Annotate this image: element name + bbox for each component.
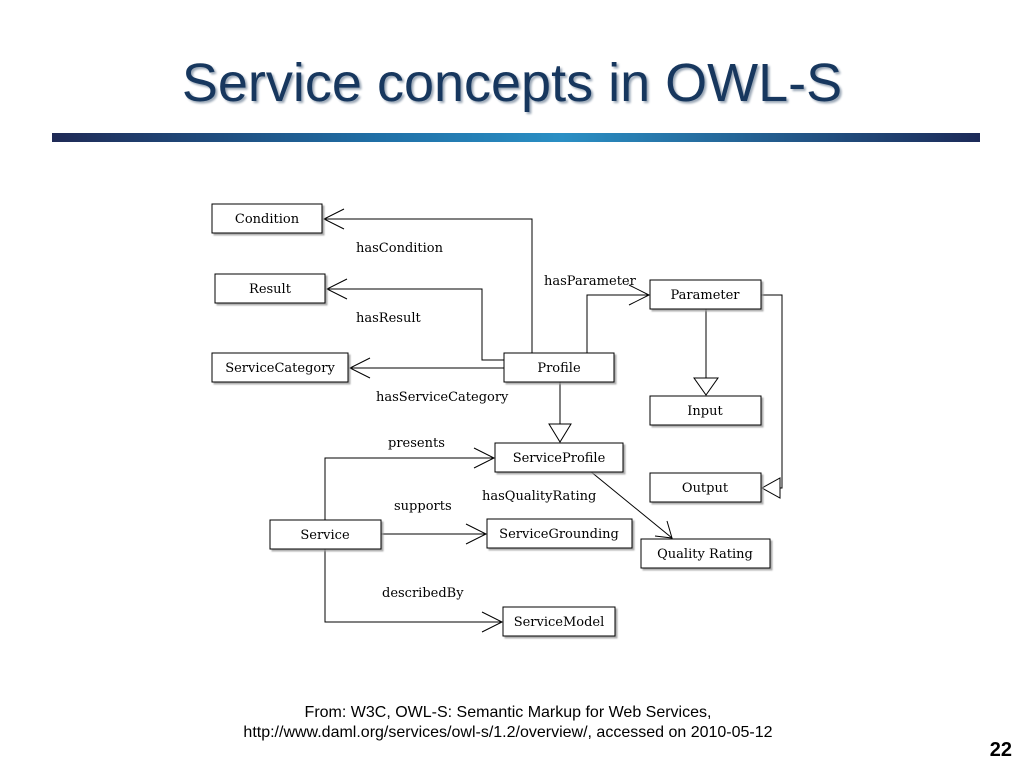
- arrow-head-quality-rating: [654, 520, 673, 539]
- arrow-head-condition: [322, 208, 345, 230]
- arrow-head-servicemodel: [481, 611, 504, 633]
- class-box-quality-rating: [640, 538, 771, 569]
- relation-label-described-by: describedBy: [382, 586, 464, 601]
- class-box-profile: [503, 352, 615, 383]
- class-box-serviceprofile: [494, 442, 624, 473]
- source-citation: From: W3C, OWL-S: Semantic Markup for We…: [0, 703, 1016, 743]
- class-box-servicecategory: [211, 352, 349, 383]
- title-divider: [52, 133, 980, 142]
- generalization-triangle-output: [760, 477, 781, 499]
- class-label-profile: Profile: [537, 361, 581, 376]
- edge-has-quality-rating: [589, 470, 673, 539]
- arrow-head-result: [325, 278, 348, 300]
- class-box-input: [649, 395, 762, 426]
- class-label-output: Output: [682, 481, 729, 496]
- class-label-quality-rating: Quality Rating: [657, 547, 753, 562]
- class-label-servicemodel: ServiceModel: [514, 615, 605, 630]
- class-box-service: [269, 519, 382, 550]
- class-label-condition: Condition: [235, 212, 300, 227]
- arrow-head-parameter: [628, 284, 651, 306]
- class-box-condition: [211, 203, 323, 234]
- edge-described-by: [324, 549, 502, 623]
- class-box-servicemodel: [502, 606, 616, 637]
- class-label-service: Service: [300, 528, 350, 543]
- class-label-serviceprofile: ServiceProfile: [513, 451, 606, 466]
- edge-has-condition: [324, 218, 533, 354]
- arrow-head-servicegrounding: [465, 523, 488, 545]
- class-label-servicegrounding: ServiceGrounding: [499, 527, 619, 542]
- generalization-triangle-profile: [548, 423, 572, 443]
- slide-title: Service concepts in OWL-S: [181, 53, 843, 113]
- class-box-result: [214, 273, 326, 304]
- class-label-servicecategory: ServiceCategory: [225, 361, 335, 376]
- relation-label-has-parameter: hasParameter: [544, 274, 637, 289]
- citation-line-1: From: W3C, OWL-S: Semantic Markup for We…: [304, 704, 712, 721]
- class-label-parameter: Parameter: [670, 288, 740, 303]
- edge-output-subclass: [761, 294, 783, 489]
- relation-label-has-result: hasResult: [356, 311, 421, 326]
- class-label-result: Result: [249, 282, 292, 297]
- class-box-output: [649, 472, 762, 503]
- edge-has-parameter: [586, 294, 649, 354]
- page-number: 22: [989, 739, 1012, 761]
- citation-line-2: http://www.daml.org/services/owl-s/1.2/o…: [243, 724, 773, 741]
- class-box-servicegrounding: [486, 518, 633, 549]
- arrow-head-servicecategory: [348, 357, 371, 379]
- edge-presents: [324, 457, 494, 520]
- relation-label-has-condition: hasCondition: [356, 241, 444, 256]
- relation-label-has-service-category: hasServiceCategory: [376, 390, 509, 405]
- class-box-parameter: [649, 279, 762, 310]
- arrow-head-serviceprofile: [473, 447, 496, 469]
- generalization-triangle-parameter: [693, 377, 719, 396]
- edge-has-result: [327, 288, 504, 361]
- relation-label-presents: presents: [388, 436, 445, 451]
- relation-label-has-quality-rating: hasQualityRating: [482, 489, 596, 504]
- relation-label-supports: supports: [394, 499, 452, 514]
- class-label-input: Input: [687, 404, 723, 419]
